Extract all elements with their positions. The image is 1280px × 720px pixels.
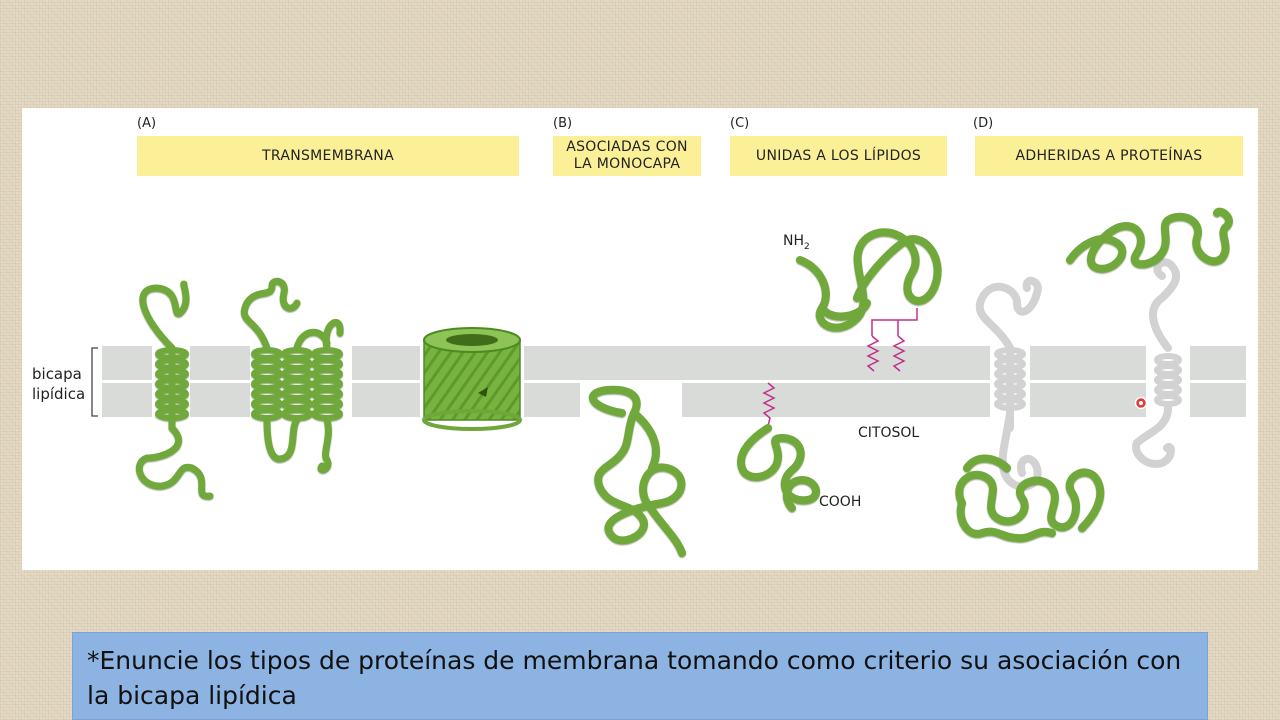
panel-letter-a: (A)	[137, 116, 157, 131]
panel-title-monolayer: ASOCIADAS CON LA MONOCAPA	[553, 136, 701, 176]
nh2-text: NH	[783, 233, 804, 249]
question-text: *Enuncie los tipos de proteínas de membr…	[87, 646, 1182, 710]
lipid-bilayer	[102, 346, 1246, 417]
cytosol-label: CITOSOL	[858, 425, 920, 441]
beta-barrel-protein	[422, 327, 522, 431]
bilayer-label-line1: bicapa	[32, 365, 82, 383]
pointer-marker	[1134, 396, 1148, 410]
figure-graphics	[91, 207, 1246, 557]
panel-title-protein-attached: ADHERIDAS A PROTEÍNAS	[975, 136, 1243, 176]
nh2-label: NH2	[783, 233, 810, 252]
panel-letter-b: (B)	[553, 116, 573, 131]
lipid-anchor-inner	[762, 382, 776, 427]
cooh-label: COOH	[819, 494, 862, 510]
attached-protein-inner	[955, 454, 1105, 543]
bilayer-label: bicapa lipídica	[32, 364, 85, 404]
multipass-transmembrane-protein	[240, 277, 344, 474]
bilayer-bracket	[91, 347, 98, 417]
lipid-anchored-protein-inner	[737, 424, 820, 512]
grey-transmembrane-protein-left	[975, 276, 1042, 491]
panel-title-lipid-linked: UNIDAS A LOS LÍPIDOS	[730, 136, 947, 176]
single-pass-transmembrane-protein	[135, 280, 214, 500]
question-box: *Enuncie los tipos de proteínas de membr…	[72, 632, 1208, 720]
monolayer-associated-protein	[589, 385, 686, 557]
panel-letter-d: (D)	[973, 116, 994, 131]
nh2-subscript: 2	[804, 241, 810, 252]
lipid-anchored-protein-outer	[796, 228, 942, 332]
membrane-protein-figure: (A) (B) (C) (D) TRANSMEMBRANA ASOCIADAS …	[22, 108, 1258, 570]
bilayer-label-line2: lipídica	[32, 385, 86, 403]
panel-letter-c: (C)	[730, 116, 750, 131]
grey-transmembrane-protein-right	[1132, 258, 1182, 468]
attached-protein-outer	[1066, 207, 1233, 273]
lipid-anchor-outer	[866, 308, 918, 372]
panel-title-transmembrane: TRANSMEMBRANA	[137, 136, 519, 176]
